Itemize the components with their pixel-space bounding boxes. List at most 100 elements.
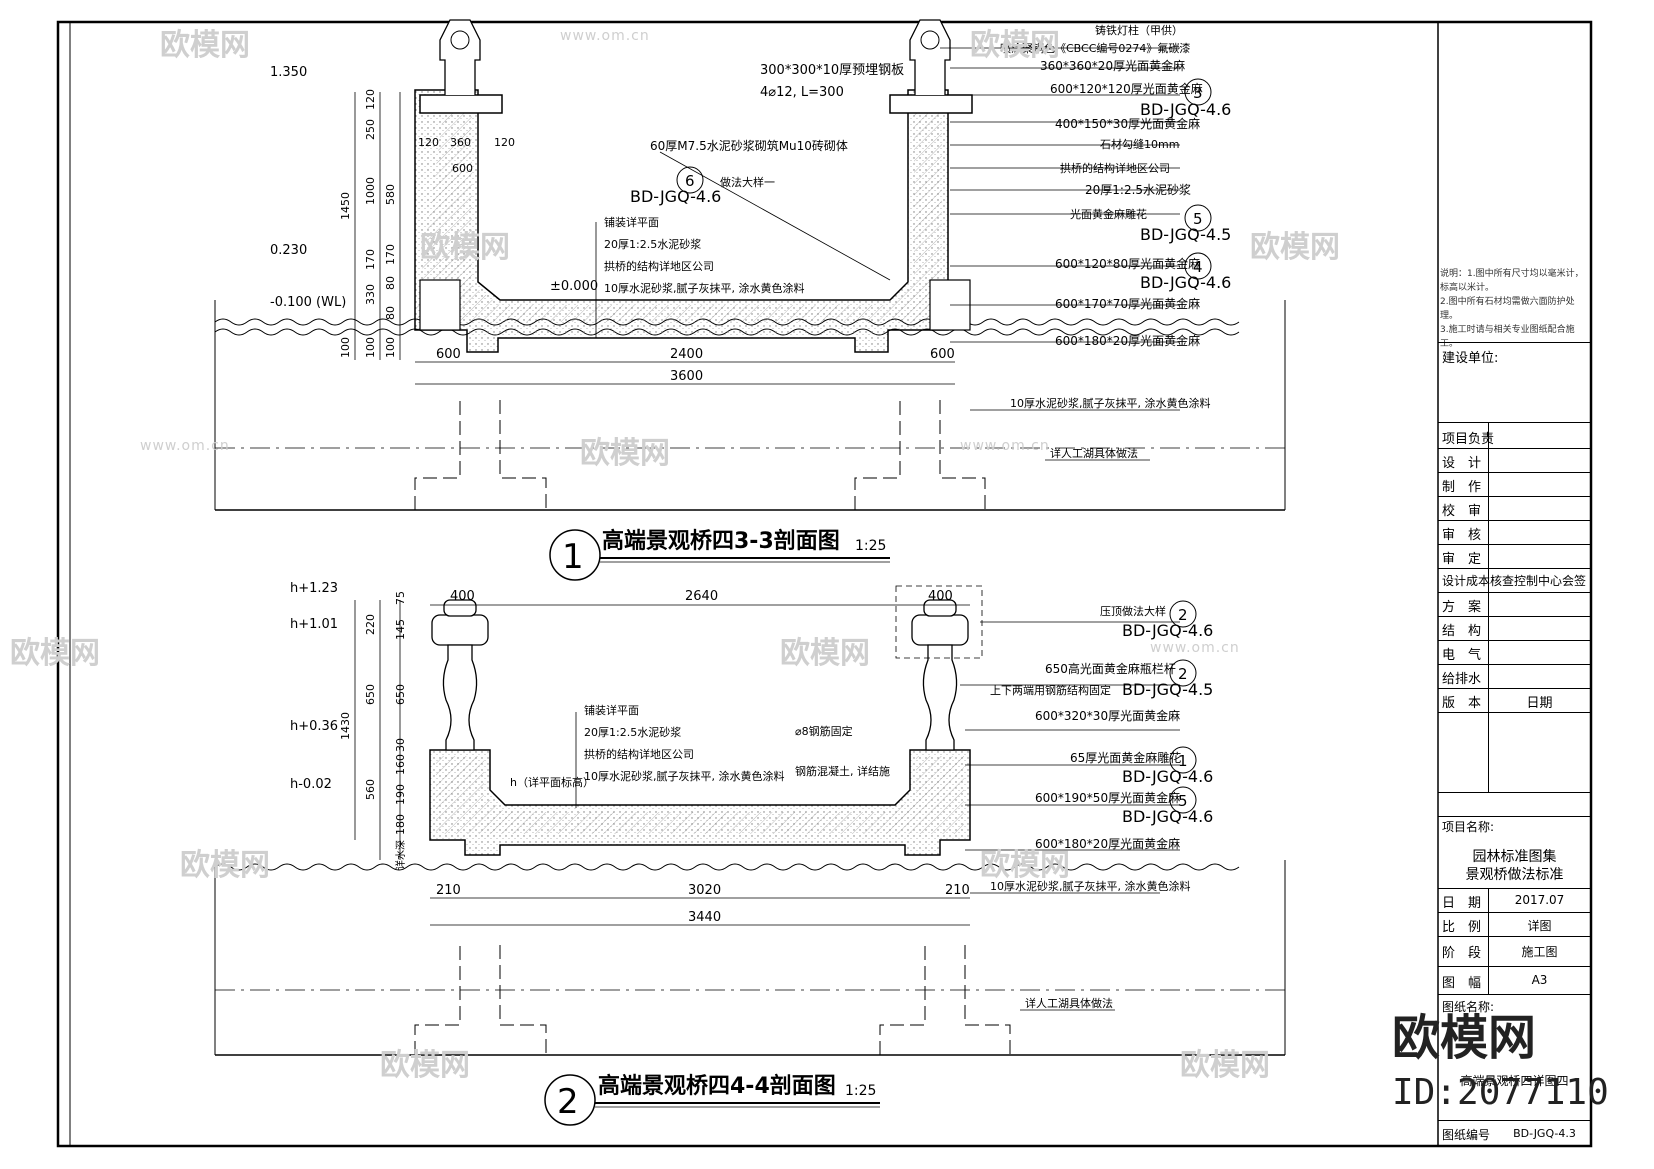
tb-discipline-2: 电 气 [1442, 648, 1482, 663]
s2-note-left-1: 20厚1:2.5水泥砂浆 [584, 725, 681, 739]
s2-note-right-5: 600*190*50厚光面黄金麻 [1035, 790, 1180, 805]
s1-hdim-top-600: 600 [452, 162, 473, 175]
section-3-3 [214, 19, 1286, 581]
s2-ref-num-1: 1 [1178, 752, 1188, 770]
s1-ref-code-6: BD-JGQ-4.6 [630, 187, 721, 206]
s1-hdim-2400: 2400 [670, 347, 703, 362]
s1-note-left-2: 拱桥的结构详地区公司 [604, 259, 714, 273]
tb-row [1438, 816, 1591, 817]
s2-vdim-190: 190 [394, 784, 407, 805]
brand-id: ID:2077110 [1392, 1072, 1609, 1113]
tb-discipline-1: 结 构 [1442, 624, 1482, 639]
s1-vdim-100b: 100 [364, 337, 377, 358]
s2-ref-circle-2a [1169, 600, 1197, 628]
bridge-hatch-s2 [436, 756, 964, 834]
s1-note-left-1: 20厚1:2.5水泥砂浆 [604, 237, 701, 251]
s1-anchor-note2: 4⌀12, L=300 [760, 85, 844, 100]
right-leaders [940, 47, 1180, 461]
tb-row [1438, 888, 1591, 889]
s1-hdim-top-120b: 120 [494, 136, 515, 149]
s1-note-right-0: 铸铁灯柱（甲供） [1095, 23, 1183, 37]
tb-discipline-3: 给排水 [1442, 672, 1482, 687]
tb-row [1438, 544, 1591, 545]
s1-note-left-0: 铺装详平面 [604, 215, 659, 229]
s1-anchor-note1: 300*300*10厚预埋钢板 [760, 63, 904, 78]
tb-drawing-name: 高端景观桥四详图四 [1460, 1074, 1569, 1088]
section-4-4 [214, 585, 1286, 1126]
tb-row [1438, 966, 1591, 967]
tb-drawing-no-label: 图纸编号 [1442, 1128, 1491, 1142]
s2-note-right-6: 600*180*20厚光面黄金麻 [1035, 836, 1180, 851]
s1-note-right-4: 400*150*30厚光面黄金麻 [1055, 116, 1200, 131]
right-foundation [854, 400, 986, 510]
s2-hdim-top-400a: 400 [450, 589, 475, 604]
left-lamp-post [439, 19, 481, 95]
s1-note-right-11: 600*180*20厚光面黄金麻 [1055, 333, 1200, 348]
s1-ref-circle-3 [1184, 78, 1212, 106]
tb-col-divider [1488, 422, 1489, 792]
tb-row [1438, 568, 1591, 569]
s2-vdim-1430: 1430 [339, 712, 352, 740]
s2-note-left-2: 拱桥的结构详地区公司 [584, 747, 694, 761]
s2-ref-code-5: BD-JGQ-4.6 [1122, 807, 1213, 826]
s1-ref-num-3: 3 [1193, 84, 1203, 102]
tb-drawing-no: BD-JGQ-4.3 [1513, 1127, 1576, 1140]
s1-vdim-120: 120 [364, 89, 377, 110]
s1-hdim-top-360: 360 [450, 136, 471, 149]
tb-role-2: 制 作 [1442, 480, 1482, 495]
s1-vdim-80b: 80 [384, 306, 397, 320]
tb-role-0: 项目负责 [1442, 432, 1495, 447]
s1-note-right-2: 360*360*20厚光面黄金麻 [1040, 58, 1185, 73]
s1-note-right-9: 600*120*80厚光面黄金麻 [1055, 256, 1200, 271]
section-2-number-circle [544, 1074, 596, 1126]
tb-role-3: 校 审 [1442, 504, 1482, 519]
tb-info-val-3: A3 [1531, 973, 1548, 987]
tb-row [1438, 688, 1591, 689]
s1-level-000: ±0.000 [550, 279, 598, 294]
s2-vdim-650b: 650 [394, 684, 407, 705]
s2-vdim-160: 160 [394, 754, 407, 775]
s2-vdim-180: 180 [394, 814, 407, 835]
left-foundation-s2 [414, 945, 547, 1055]
s1-ref-code-3: BD-JGQ-4.6 [1140, 100, 1231, 119]
s2-vdim-145: 145 [394, 619, 407, 640]
s1-ref-num-4: 4 [1193, 258, 1203, 276]
s2-note-right-0: 压顶做法大样 [1100, 604, 1166, 618]
s1-vdim-100c: 100 [384, 337, 397, 358]
s2-level-101: h+1.01 [290, 617, 338, 632]
section-2-title: 高端景观桥四4-4剖面图 [598, 1073, 836, 1099]
s2-vdim-depth: 详水深 [394, 840, 407, 870]
right-pier-cap [889, 94, 973, 114]
s2-hdim-210b: 210 [945, 883, 970, 898]
s1-vdim-580: 580 [384, 184, 397, 205]
s1-vdim-1450: 1450 [339, 192, 352, 220]
s2-note-mid-1: 钢筋混凝土, 详结施 [795, 764, 890, 778]
s1-ref-circle-4 [1184, 252, 1212, 280]
tb-project-label: 项目名称: [1442, 820, 1495, 834]
s2-ref-num-5: 5 [1178, 792, 1188, 810]
tb-row [1438, 1120, 1591, 1121]
s1-ref-circle-5 [1184, 204, 1212, 232]
s2-ref-circle-1 [1169, 746, 1197, 774]
s2-vdim-30: 30 [394, 738, 407, 752]
tb-col-divider-2 [1488, 888, 1489, 994]
tb-row [1438, 936, 1591, 937]
s2-level-036: h+0.36 [290, 719, 338, 734]
tb-row [1438, 664, 1591, 665]
right-lamp-ornament [920, 30, 940, 50]
s1-note-right-3: 600*120*120厚光面黄金麻 [1050, 81, 1203, 96]
s2-ref-code-2a: BD-JGQ-4.6 [1122, 621, 1213, 640]
tb-row [1438, 712, 1591, 713]
s1-note-right-1: 喷涂聚铜色《CBCC编号0274》氟碳漆 [1000, 41, 1190, 55]
left-pier-cap [419, 94, 503, 114]
s1-note-right-6: 拱桥的结构详地区公司 [1060, 161, 1170, 175]
s1-vdim-330: 330 [364, 284, 377, 305]
section-1-title: 高端景观桥四3-3剖面图 [602, 528, 840, 554]
s1-note-left-3: 10厚水泥砂浆,腻子灰抹平, 涂水黄色涂料 [604, 281, 805, 295]
tb-version-label: 版 本 [1442, 696, 1482, 711]
tb-row [1438, 520, 1591, 521]
s2-note-right-8: 详人工湖具体做法 [1025, 996, 1113, 1010]
s2-note-right-1: 650高光面黄金麻瓶栏杆 [1045, 661, 1176, 676]
tb-role-4: 审 核 [1442, 528, 1482, 543]
s2-ref-circle-2b [1169, 659, 1197, 687]
